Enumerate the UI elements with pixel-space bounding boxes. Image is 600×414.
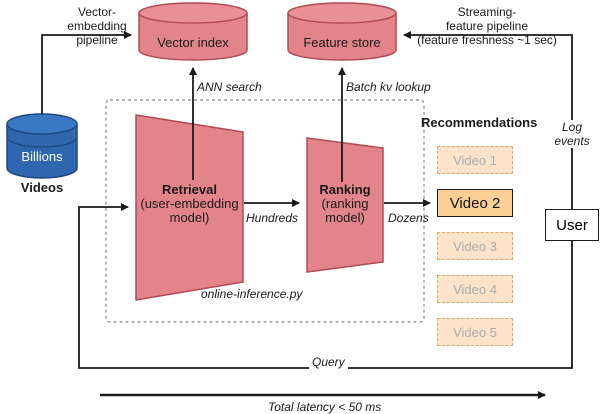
- feature-store-cylinder: [287, 2, 397, 61]
- vector-index-label: Vector index: [157, 35, 229, 50]
- query-label: Query: [309, 355, 348, 369]
- user-box: User: [545, 209, 599, 241]
- recommendation-item[interactable]: Video 4: [437, 275, 513, 303]
- streaming-pipeline-label: Streaming- feature pipeline (feature fre…: [417, 5, 557, 47]
- vector-index-cylinder: [138, 2, 248, 61]
- billions-cylinder: [6, 113, 78, 179]
- billions-label: Billions: [21, 149, 63, 164]
- videos-label: Videos: [20, 180, 64, 195]
- recommendation-item[interactable]: Video 1: [437, 146, 513, 174]
- retrieval-model-shape: [135, 114, 244, 301]
- retrieval-model-label: Retrieval (user-embedding model): [140, 182, 239, 225]
- dozens-label: Dozens: [388, 211, 429, 225]
- streaming-feature-arrow: [403, 31, 573, 209]
- query-arrow: [78, 203, 573, 369]
- batch-kv-label: Batch kv lookup: [346, 80, 431, 94]
- online-inference-label: online-inference.py: [201, 287, 303, 301]
- vector-pipeline-label: Vector- embedding pipeline: [67, 5, 127, 47]
- ranking-model-label: Ranking (ranking model): [319, 182, 371, 225]
- hundreds-label: Hundreds: [246, 211, 299, 225]
- log-events-label: Log events: [542, 120, 600, 148]
- ann-search-label: ANN search: [197, 80, 262, 94]
- recommendation-item-selected[interactable]: Video 2: [437, 189, 513, 217]
- recommendation-item[interactable]: Video 5: [437, 318, 513, 346]
- total-latency-label: Total latency < 50 ms: [268, 400, 382, 414]
- recommendations-title: Recommendations: [421, 115, 538, 130]
- ranking-model-shape: [306, 137, 384, 273]
- recommendation-item[interactable]: Video 3: [437, 232, 513, 260]
- vector-embedding-arrow: [41, 31, 132, 114]
- online-inference-boundary: [105, 99, 425, 323]
- feature-store-label: Feature store: [303, 35, 381, 50]
